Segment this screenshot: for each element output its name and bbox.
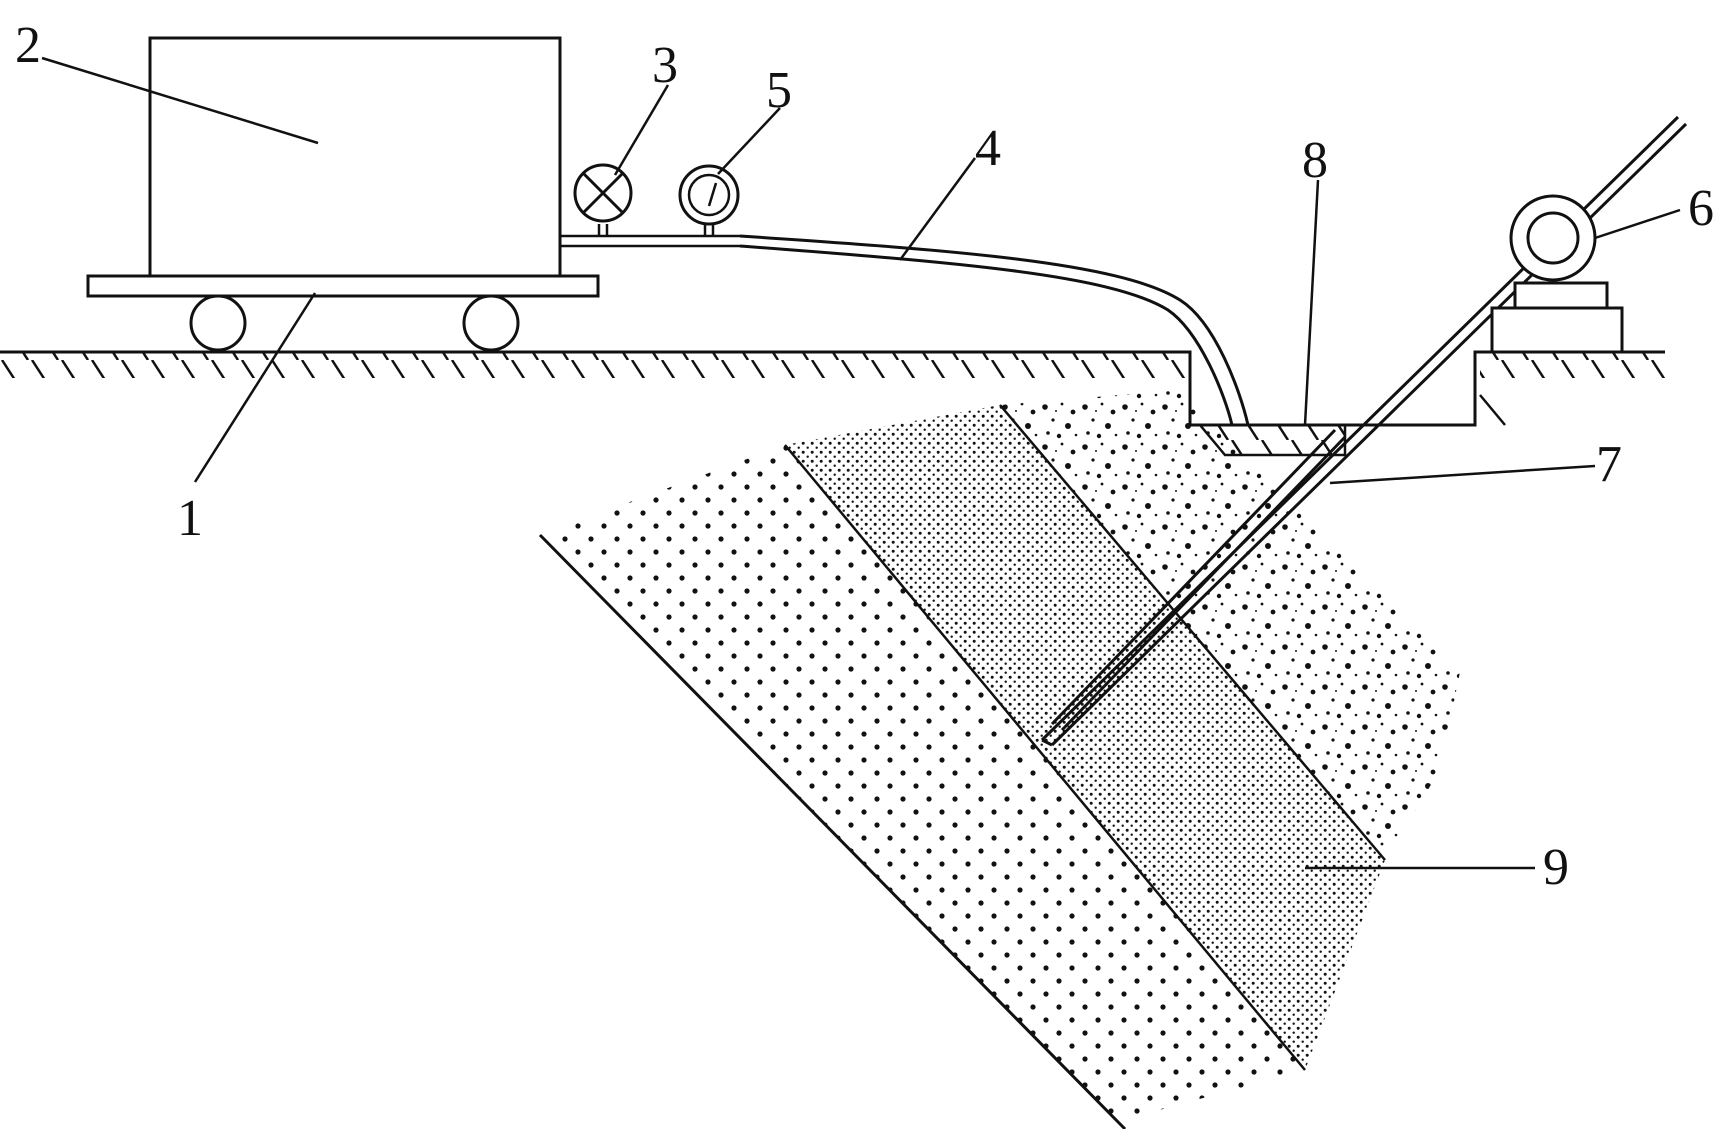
pit	[1200, 425, 1345, 455]
label-cart: 1	[177, 490, 203, 547]
ground-hatch-left	[0, 352, 1190, 378]
leader-8	[1305, 180, 1318, 425]
tank	[150, 38, 560, 276]
ground-hatch-pit-right	[1480, 395, 1505, 425]
pressure-gauge-icon	[680, 166, 738, 224]
label-hose: 4	[975, 120, 1001, 177]
leader-7	[1330, 466, 1595, 483]
label-reel: 6	[1688, 180, 1714, 237]
label-pressure-gauge: 5	[766, 62, 792, 119]
cart-wheel-right	[464, 296, 518, 350]
leader-6	[1595, 210, 1680, 238]
valve-cross-icon	[575, 165, 631, 221]
label-tank: 2	[15, 17, 41, 74]
cart-wheel-left	[191, 296, 245, 350]
label-pit: 8	[1302, 132, 1328, 189]
soil-layers	[540, 390, 1460, 1129]
leader-4	[900, 158, 975, 260]
label-soil-layer: 9	[1543, 839, 1569, 896]
outlet-pipe	[560, 224, 740, 246]
reel-base-lower	[1492, 308, 1622, 352]
cart	[88, 276, 598, 350]
ground-hatch-right	[1480, 352, 1665, 378]
leader-3	[615, 85, 668, 175]
cart-platform	[88, 276, 598, 296]
label-injection-pipe: 7	[1596, 436, 1622, 493]
reel-base-upper	[1515, 283, 1607, 308]
label-valve: 3	[652, 37, 678, 94]
reel-pulley-icon	[1492, 196, 1622, 352]
